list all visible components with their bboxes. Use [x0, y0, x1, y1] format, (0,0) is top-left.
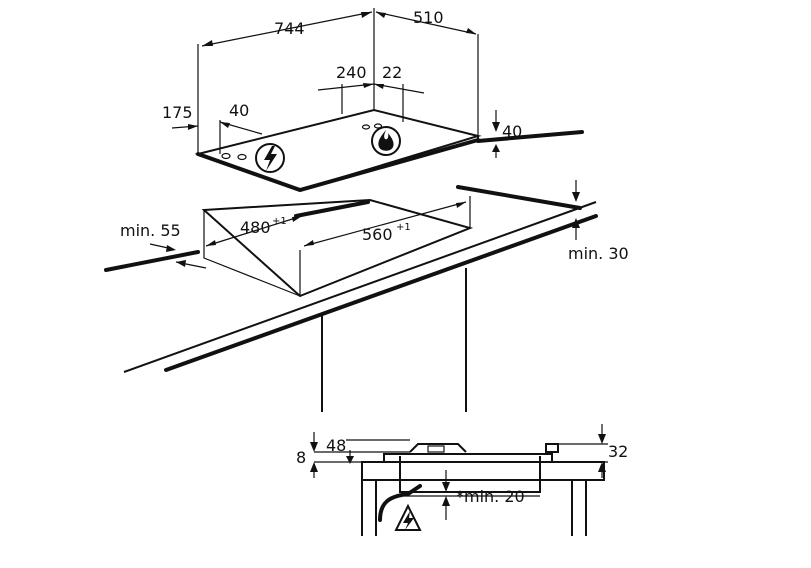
gas-hole: [373, 123, 383, 129]
label-burner-offset-y: 22: [382, 63, 402, 82]
worktop-front-bottom: [164, 214, 598, 372]
dim-line-min55: [149, 243, 169, 249]
side-section: *min. 20 8 48 32: [296, 424, 628, 536]
hob-top: 744 510 240 22 175 40 40: [162, 8, 522, 193]
worktop-back-edge: [476, 130, 584, 143]
dim-line-480: [205, 215, 303, 247]
label-min-front: min. 30: [568, 244, 629, 263]
worktop-front-top: [123, 201, 597, 373]
flame-icon: [371, 126, 401, 156]
label-conn-offset-x: 175: [162, 103, 193, 122]
worktop: 480 +1 560 +1 min. 55 min. 30: [104, 130, 629, 412]
worktop-left-edge: [104, 250, 200, 272]
lightning-bolt-icon: [394, 503, 422, 531]
label-min-side: min. 55: [120, 221, 181, 240]
worktop-section: [361, 461, 605, 481]
label-burner-offset-x: 240: [336, 63, 367, 82]
burner-cap: [409, 443, 467, 453]
worktop-right-edge: [456, 185, 582, 210]
label-tolerance: +1: [396, 222, 411, 233]
label-side-8: 8: [296, 448, 306, 467]
lightning-bolt-icon: [255, 143, 285, 173]
gas-pipe: [378, 484, 422, 522]
label-cutout-width: 560: [362, 225, 393, 244]
dim-line-510: [375, 11, 477, 35]
gas-hole: [361, 124, 371, 130]
cutout-inner: [203, 210, 301, 297]
label-min-below: *min. 20: [456, 487, 525, 506]
label-side-48: 48: [326, 436, 346, 455]
dim-line-744: [201, 11, 373, 47]
label-depth-total: 510: [413, 8, 444, 27]
hob-front-edge: [196, 138, 480, 193]
cutout-outline: [201, 198, 474, 298]
hob-underside: [399, 456, 541, 493]
connection-hole: [221, 152, 231, 160]
label-conn-offset-y: 40: [229, 101, 249, 120]
control-knob: [545, 443, 559, 453]
label-width-total: 744: [274, 19, 305, 38]
dim-line-560: [303, 201, 467, 247]
label-cutout-depth: 480: [240, 218, 271, 237]
burner-top: [427, 445, 445, 453]
connection-hole: [237, 153, 247, 161]
worktop-mid-edge: [294, 200, 370, 218]
label-side-32: 32: [608, 442, 628, 461]
label-tolerance: +1: [272, 216, 287, 227]
hob-body-section: [383, 453, 553, 462]
